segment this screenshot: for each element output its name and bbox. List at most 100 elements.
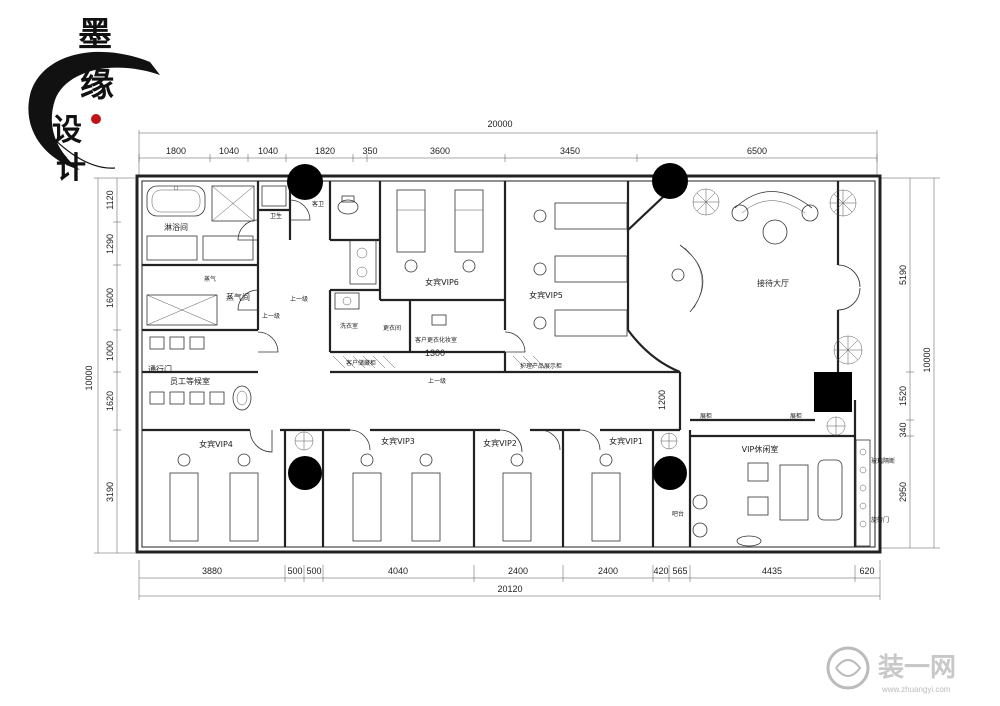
- logo-char-2: 缘: [80, 65, 114, 105]
- vip-lounge-furniture: [692, 439, 871, 547]
- left-dimension-lines: 10000 1120 1290 1600 1000 1620 3190: [84, 177, 135, 554]
- top-dimension-lines: 20000 1800 1040 1040 1820 350 3600 3450 …: [138, 119, 878, 176]
- dim-left-4: 1000: [105, 341, 115, 361]
- dim-left-1: 1120: [105, 190, 115, 209]
- dim-bottom-total: 20120: [497, 584, 522, 594]
- dim-top-1: 1800: [166, 146, 186, 156]
- label-steam-room: 蒸气间: [226, 292, 250, 302]
- label-display-case-1: 展柜: [700, 412, 712, 420]
- dim-right-3: 340: [898, 422, 908, 437]
- label-up-level-1: 上一级: [290, 295, 308, 303]
- red-seal-icon: [91, 114, 101, 124]
- watermark-url: www.zhuangyi.com: [881, 685, 951, 694]
- dim-right-total: 10000: [922, 347, 932, 372]
- right-dimension-lines: 5190 1520 340 2950 10000: [880, 177, 940, 549]
- dim-top-3: 1040: [258, 146, 278, 156]
- label-glass-door: 玻璃隔断: [871, 457, 895, 465]
- dim-bottom-7: 420: [653, 566, 668, 576]
- label-vip5: 女宾VIP5: [529, 290, 563, 300]
- interior-walls: [142, 180, 857, 547]
- label-toilet: 客卫: [312, 200, 324, 208]
- dim-bottom-3: 500: [306, 566, 321, 576]
- vip6-beds: [396, 189, 484, 273]
- changing-room-hatch: [332, 355, 546, 369]
- dim-top-2: 1040: [219, 146, 239, 156]
- watermark-text: 装一网: [878, 653, 956, 683]
- label-steam-small: 蒸气: [204, 275, 216, 283]
- dim-top-8: 6500: [747, 146, 767, 156]
- label-vip-lounge: VIP休闲室: [742, 444, 779, 454]
- dim-left-total: 10000: [84, 365, 94, 390]
- label-wash: 洗衣室: [340, 322, 358, 330]
- dim-top-total: 20000: [487, 119, 512, 129]
- dim-top-5: 350: [362, 146, 377, 156]
- brush-tail: [37, 119, 116, 169]
- shower-stall: [211, 185, 255, 222]
- label-vip2: 女宾VIP2: [483, 438, 517, 448]
- label-customer-changing: 客户更衣化妆室: [415, 336, 457, 344]
- logo-char-3: 设: [52, 113, 82, 148]
- label-product-display: 护理产品展示柜: [520, 362, 562, 370]
- toilet-fixture: [261, 185, 359, 215]
- bathtub: [146, 185, 206, 217]
- logo-char-4: 计: [56, 151, 86, 186]
- dim-bottom-1: 3880: [202, 566, 222, 576]
- dim-bottom-8: 565: [672, 566, 687, 576]
- label-revolving-door: 旋转门: [871, 516, 889, 524]
- logo-char-1: 墨: [78, 15, 112, 55]
- bottom-dimension-lines: 3880 500 500 4040 2400 2400 420 565 4435…: [138, 560, 881, 600]
- dim-right-1: 5190: [898, 265, 908, 285]
- label-changing: 更衣间: [383, 324, 401, 332]
- label-up-level-3: 上一级: [428, 377, 446, 385]
- dim-top-4: 1820: [315, 146, 335, 156]
- label-vip4: 女宾VIP4: [199, 439, 233, 449]
- dim-top-6: 3600: [430, 146, 450, 156]
- label-counter: 吧台: [672, 510, 684, 518]
- dim-bottom-6: 2400: [598, 566, 618, 576]
- label-vip3: 女宾VIP3: [381, 436, 415, 446]
- watermark: 装一网 www.zhuangyi.com: [826, 646, 956, 694]
- door-swings: [237, 199, 861, 453]
- dim-left-5: 1620: [105, 391, 115, 411]
- outer-walls: [135, 174, 882, 554]
- dim-bottom-5: 2400: [508, 566, 528, 576]
- dim-inner-2: 1200: [657, 390, 667, 410]
- vip5-beds: [533, 202, 628, 337]
- bottom-vip-beds: [169, 453, 621, 542]
- brand-logo: 墨 缘 设 计: [28, 15, 161, 186]
- brush-stroke-shape: [28, 51, 161, 170]
- dim-left-3: 1600: [105, 288, 115, 308]
- dim-right-2: 1520: [898, 386, 908, 406]
- structural-columns: [287, 163, 852, 490]
- label-display-case-2: 展柜: [790, 412, 802, 420]
- dim-right-4: 2950: [898, 482, 908, 502]
- beds-left-shower: [146, 235, 254, 261]
- label-cust-storage: 客户储藏柜: [346, 359, 376, 367]
- dim-bottom-9: 4435: [762, 566, 782, 576]
- vanity-box: [431, 314, 447, 326]
- label-reception: 接待大厅: [757, 278, 789, 288]
- dim-left-2: 1290: [105, 234, 115, 254]
- watermark-logo-icon: [826, 646, 870, 690]
- dim-inner-1: 1300: [425, 348, 445, 358]
- label-up-level-2: 上一级: [262, 312, 280, 320]
- label-vip1: 女宾VIP1: [609, 436, 643, 446]
- plant-icons: [294, 188, 863, 451]
- steam-room-box: [146, 294, 218, 326]
- staff-room-furniture: [149, 336, 252, 411]
- dim-left-6: 3190: [105, 482, 115, 502]
- label-vip6: 女宾VIP6: [425, 277, 459, 287]
- label-toilet-small: 卫生: [270, 212, 282, 220]
- dim-bottom-2: 500: [287, 566, 302, 576]
- label-bath: 淋浴间: [164, 222, 188, 232]
- dim-bottom-4: 4040: [388, 566, 408, 576]
- dim-top-7: 3450: [560, 146, 580, 156]
- room-labels: 淋浴间 卫生 客卫 蒸气 蒸气间 上一级 上一级 女宾VIP6 女宾VIP5 接…: [148, 200, 895, 524]
- sinks: [334, 239, 377, 310]
- label-staff-rest: 员工等候室: [170, 376, 210, 386]
- dim-bottom-10: 620: [859, 566, 874, 576]
- label-exit-door: 通行门: [148, 364, 172, 374]
- reception-furniture: [671, 191, 819, 313]
